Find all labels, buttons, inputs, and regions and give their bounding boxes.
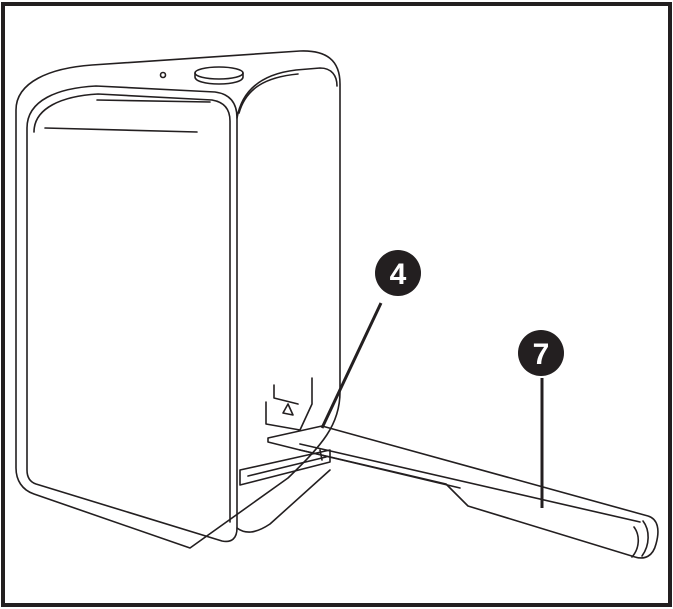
callout-7-label: 7 [533, 338, 550, 371]
film-holder [267, 425, 659, 559]
film-slot [239, 377, 331, 486]
callout-badge-4: 4 [375, 250, 421, 296]
callout-7-circle [518, 330, 564, 376]
callout-4-label: 4 [390, 258, 407, 291]
callout-4-leader [320, 302, 383, 429]
scanner-body [15, 50, 341, 549]
callout-badge-7: 7 [518, 330, 564, 376]
callout-4-circle [375, 250, 421, 296]
